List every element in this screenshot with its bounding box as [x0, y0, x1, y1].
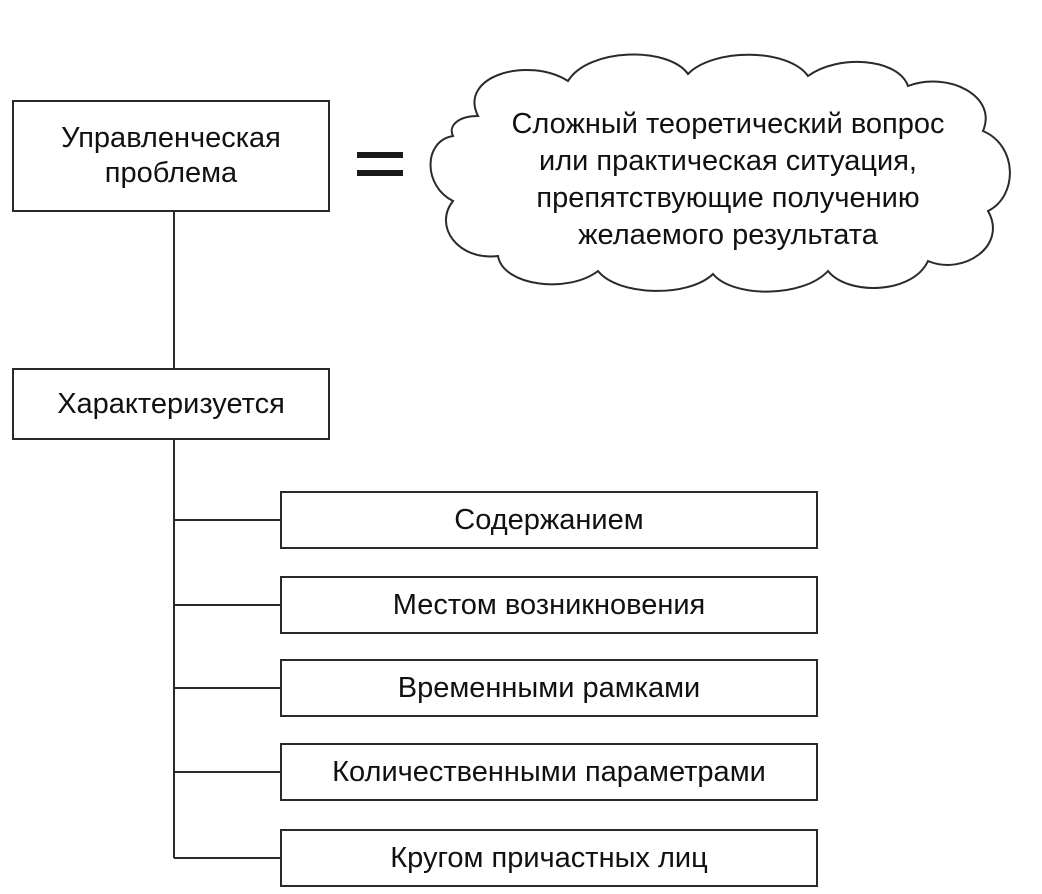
- cloud-shape: [429, 53, 1011, 293]
- characteristic-place: Местом возникновения: [280, 576, 818, 634]
- characteristic-content: Содержанием: [280, 491, 818, 549]
- characteristic-quantity: Количественными параметрами: [280, 743, 818, 801]
- definition-text: Сложный теоретический вопрос или практич…: [511, 108, 945, 251]
- management-problem-box: Управленческая проблема: [12, 100, 330, 212]
- characteristic-time: Временными рамками: [280, 659, 818, 717]
- definition-cloud: Сложный теоретический вопрос или практич…: [418, 46, 1030, 300]
- equals-sign: [357, 150, 403, 180]
- characterized-box: Характеризуется: [12, 368, 330, 440]
- characteristic-persons: Кругом причастных лиц: [280, 829, 818, 887]
